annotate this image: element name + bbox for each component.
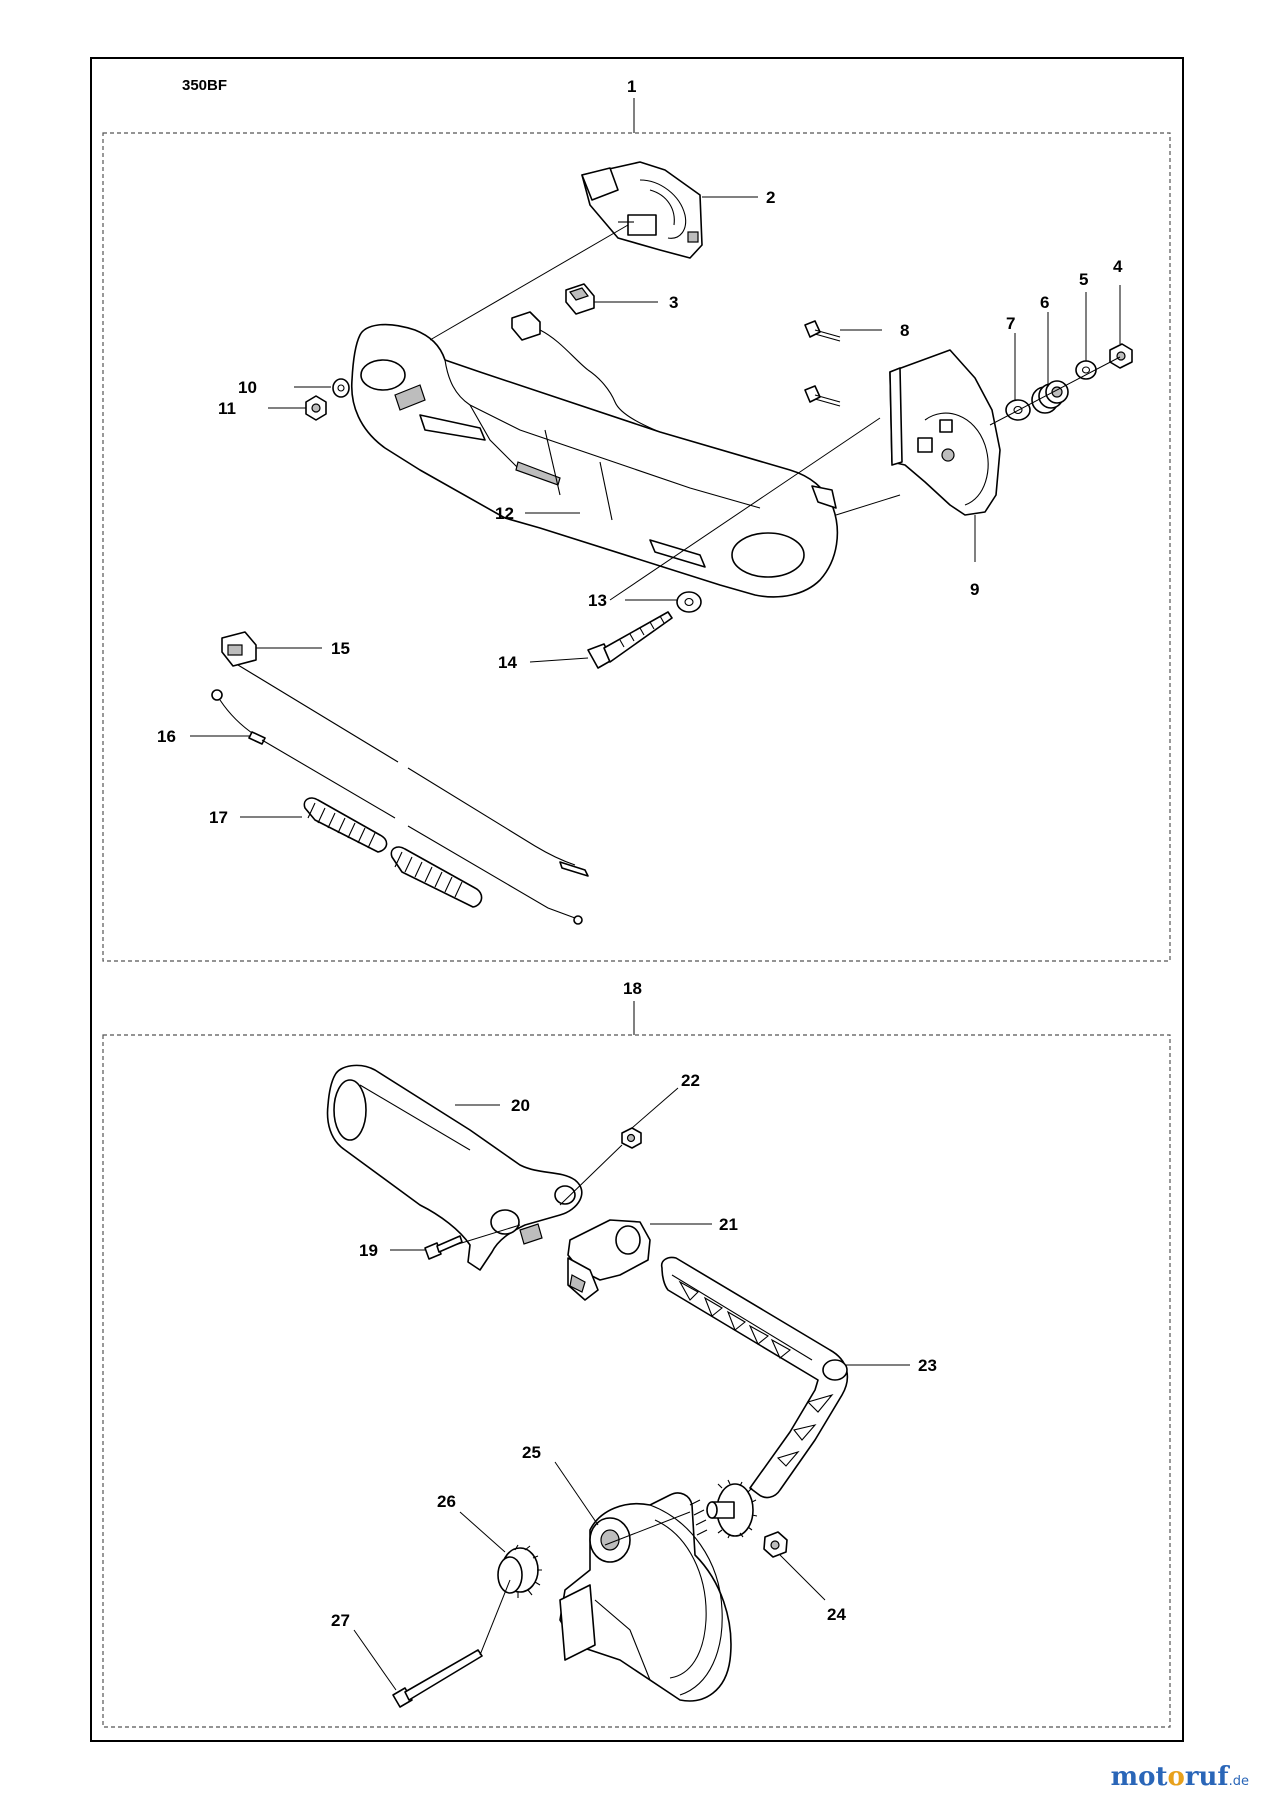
callout-1: 1	[627, 77, 636, 96]
part-17-springs	[303, 797, 483, 908]
callout-3: 3	[669, 293, 678, 312]
callout-10: 10	[238, 378, 257, 397]
part-27-bolt	[392, 1649, 483, 1708]
part-4-nut	[1109, 343, 1133, 369]
part-20-grip	[326, 1064, 583, 1271]
part-10-washer	[332, 378, 350, 398]
callout-5: 5	[1079, 270, 1088, 289]
part-24-nut	[763, 1531, 788, 1558]
part-19-screw	[424, 1235, 463, 1260]
part-3-connector	[565, 283, 595, 315]
callout-16: 16	[157, 727, 176, 746]
model-label: 350BF	[182, 77, 227, 94]
part-8-bolts	[804, 320, 841, 407]
callout-25: 25	[522, 1443, 541, 1462]
part-23-bar	[660, 1256, 849, 1539]
callout-6: 6	[1040, 293, 1049, 312]
callout-19: 19	[359, 1241, 378, 1260]
watermark-logo: motoruf.de	[1110, 1762, 1249, 1792]
part-2-clamp	[581, 161, 703, 259]
group-box-upper	[102, 132, 1171, 962]
callout-4: 4	[1113, 257, 1123, 276]
callout-27: 27	[331, 1611, 350, 1630]
group-box-lower	[102, 1034, 1171, 1728]
callout-14: 14	[498, 653, 517, 672]
callout-21: 21	[719, 1215, 738, 1234]
part-9-bracket	[889, 349, 1001, 516]
part-12-handle	[350, 323, 839, 598]
part-15-cable	[221, 631, 589, 877]
callout-24: 24	[827, 1605, 846, 1624]
part-21-coupler	[567, 1219, 651, 1301]
callout-22: 22	[681, 1071, 700, 1090]
part-14-bolt	[587, 611, 673, 669]
callout-23: 23	[918, 1356, 937, 1375]
callout-13: 13	[588, 591, 607, 610]
switch-piece	[511, 311, 681, 441]
callout-9: 9	[970, 580, 979, 599]
outer-frame	[90, 57, 1184, 1742]
callout-11: 11	[218, 399, 236, 418]
callout-15: 15	[331, 639, 350, 658]
part-26-knob	[497, 1544, 542, 1598]
callout-26: 26	[437, 1492, 456, 1511]
callout-18: 18	[623, 979, 642, 998]
part-25-clamp-ring	[559, 1492, 732, 1702]
callout-2: 2	[766, 188, 775, 207]
callout-17: 17	[209, 808, 228, 827]
part-16-throttle-cable	[211, 689, 583, 925]
part-13-washer	[676, 591, 702, 613]
part-6-spring	[1031, 380, 1069, 414]
part-22-nut	[621, 1127, 642, 1149]
callout-8: 8	[900, 321, 909, 340]
leader-lines	[190, 196, 1121, 1691]
callout-20: 20	[511, 1096, 530, 1115]
part-5-washer	[1075, 360, 1097, 380]
part-11-nut	[305, 395, 327, 421]
callout-7: 7	[1006, 314, 1015, 333]
callout-12: 12	[495, 504, 514, 523]
